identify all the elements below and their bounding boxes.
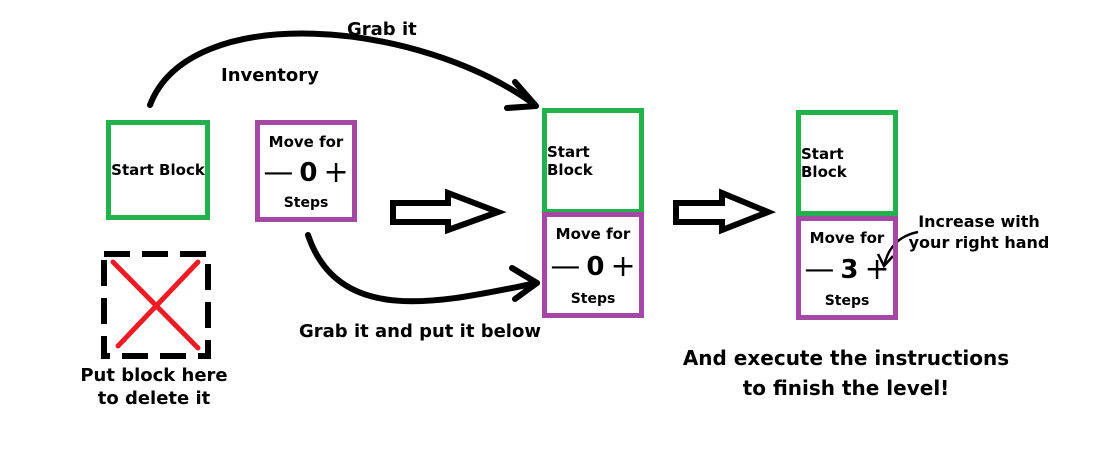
inventory-start-block[interactable]: Start Block xyxy=(106,120,210,220)
conclusion-line-1: And execute the instructions xyxy=(682,346,1010,370)
grab-below-label: Grab it and put it below xyxy=(299,321,541,342)
hand-hint-arrowhead xyxy=(876,253,894,269)
delete-caption-line-1: Put block here xyxy=(80,365,228,386)
delete-zone[interactable] xyxy=(101,251,211,359)
inventory-move-block[interactable]: Move for — 0 + Steps xyxy=(255,120,357,222)
step-counter: — 0 + xyxy=(550,252,635,282)
hand-hint: Increase with your right hand xyxy=(906,211,1052,253)
conclusion-text: And execute the instructions to finish t… xyxy=(676,343,1016,403)
step-counter: — 0 + xyxy=(263,158,348,188)
delete-zone-caption: Put block here to delete it xyxy=(68,364,240,410)
grab-it-label: Grab it xyxy=(347,19,417,40)
move-block-title: Move for xyxy=(268,133,344,151)
conclusion-line-2: to finish the level! xyxy=(742,376,950,400)
start-block-label: Start Block xyxy=(547,143,593,179)
program-move-block[interactable]: Move for — 0 + Steps xyxy=(542,212,644,318)
program-start-block[interactable]: Start Block xyxy=(542,108,644,214)
step-counter: — 3 + xyxy=(804,255,889,285)
plus-icon[interactable]: + xyxy=(610,249,636,284)
delete-caption-line-2: to delete it xyxy=(97,388,211,409)
move-block-steps-label: Steps xyxy=(570,291,616,307)
final-move-block[interactable]: Move for — 3 + Steps xyxy=(796,216,898,320)
move-block-steps-label: Steps xyxy=(824,293,870,309)
start-block-label: Start Block xyxy=(111,161,205,179)
plus-icon[interactable]: + xyxy=(864,252,890,287)
hand-hint-line-1: Increase with xyxy=(918,212,1040,231)
grab-below-arrowhead xyxy=(509,265,540,302)
grab-it-arrow xyxy=(147,30,538,108)
move-block-title: Move for xyxy=(809,229,885,247)
delete-cross-2 xyxy=(115,259,201,349)
step-value: 0 xyxy=(299,158,318,188)
final-start-block[interactable]: Start Block xyxy=(796,110,898,216)
move-block-steps-label: Steps xyxy=(283,195,329,211)
minus-icon[interactable]: — xyxy=(550,249,581,284)
step-value: 3 xyxy=(840,255,859,285)
minus-icon[interactable]: — xyxy=(263,155,294,190)
move-block-title: Move for xyxy=(555,225,631,243)
minus-icon[interactable]: — xyxy=(804,252,835,287)
block-arrow-1 xyxy=(390,188,507,235)
step-value: 0 xyxy=(586,252,605,282)
plus-icon[interactable]: + xyxy=(323,155,349,190)
hand-hint-line-2: your right hand xyxy=(908,233,1050,252)
start-block-label: Start Block xyxy=(801,145,847,181)
grab-below-arrow xyxy=(305,232,540,305)
grab-it-arrowhead xyxy=(504,79,539,111)
block-arrow-2 xyxy=(673,188,777,235)
inventory-label: Inventory xyxy=(221,65,319,86)
